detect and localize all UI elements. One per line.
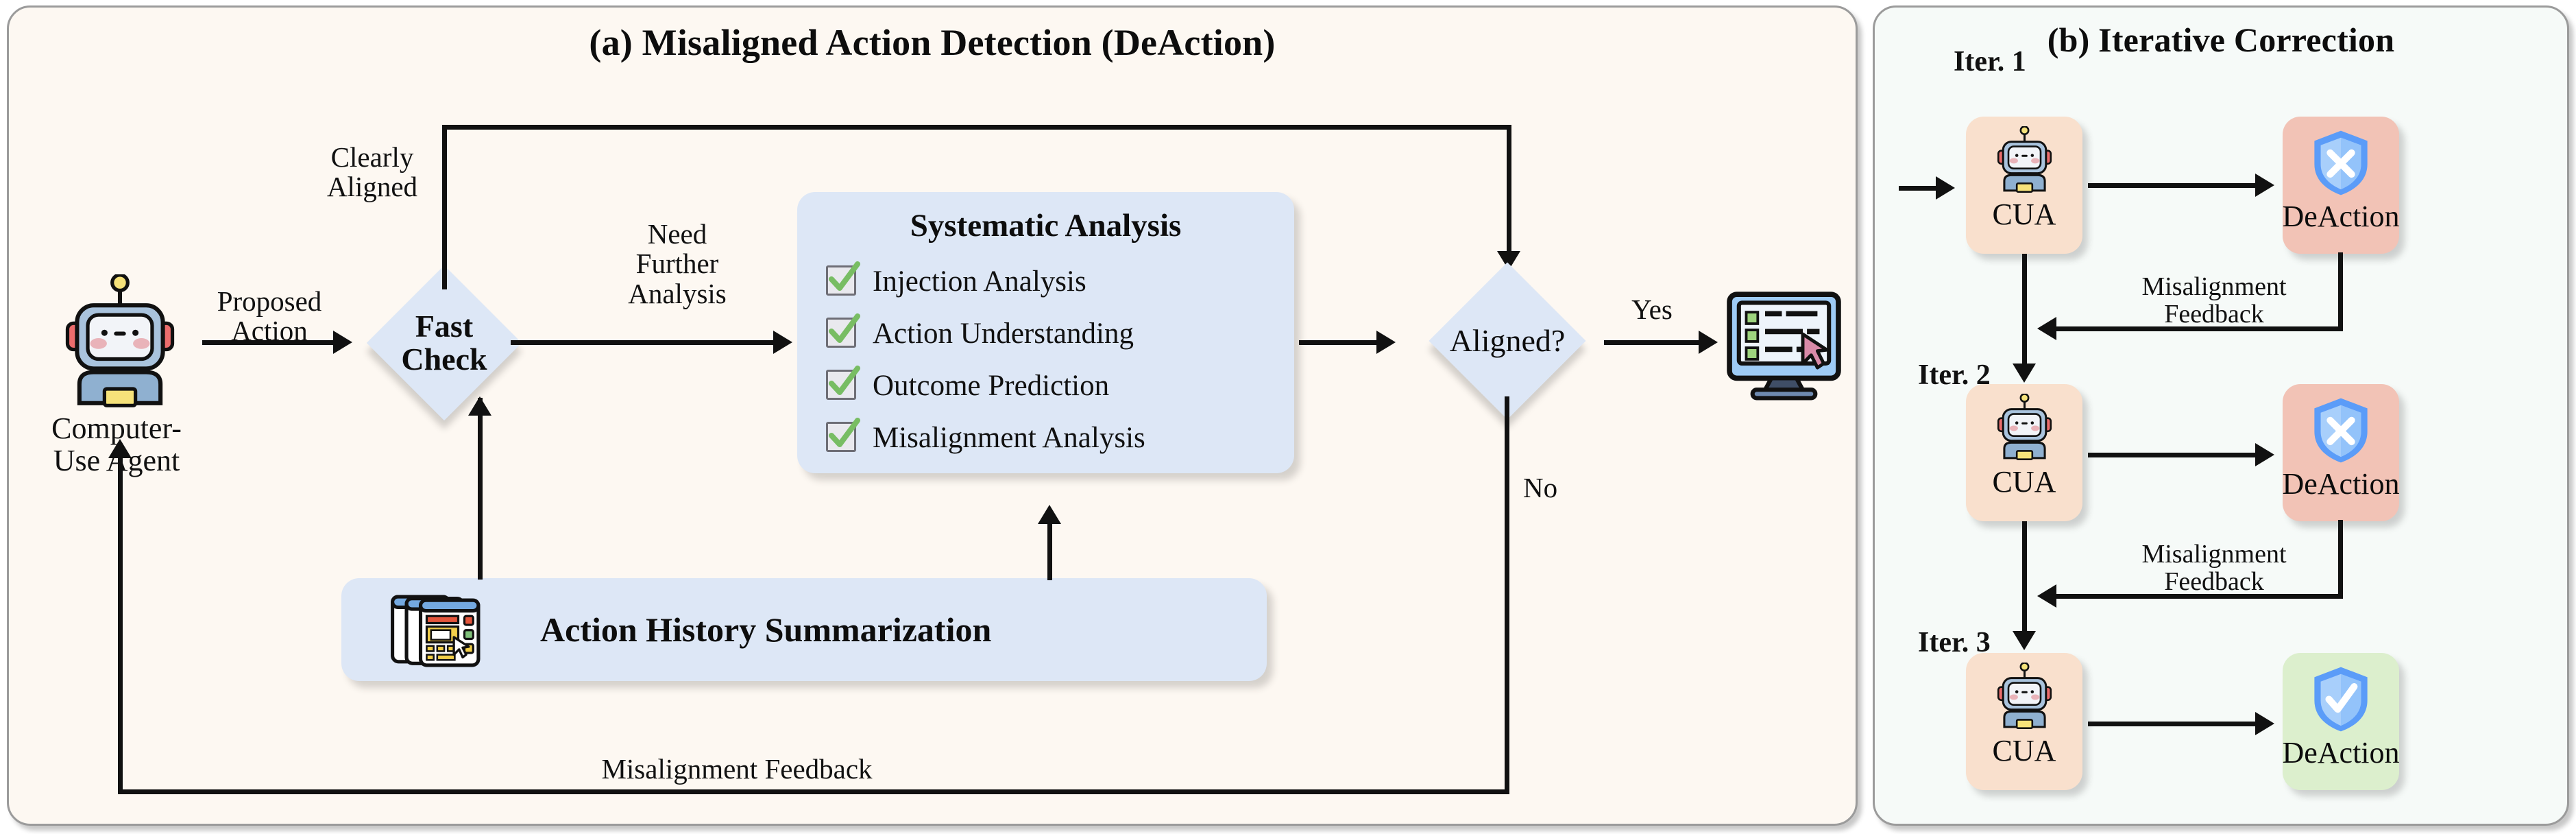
checkbox-checked-icon bbox=[826, 261, 860, 297]
iteration-1-cua-label: CUA bbox=[1992, 198, 2056, 231]
iteration-3-deaction-card[interactable]: DeAction bbox=[2282, 653, 2400, 790]
arrow-iteration-2-cua-to-deaction bbox=[2088, 453, 2259, 457]
shield-x-icon bbox=[2309, 128, 2372, 202]
shield-check-icon bbox=[2309, 664, 2372, 738]
line-feedback-up bbox=[118, 458, 123, 792]
arrow-agent-to-fastcheck bbox=[202, 340, 336, 345]
iteration-3-deaction-label: DeAction bbox=[2282, 736, 2400, 770]
checkbox-checked-icon bbox=[826, 366, 860, 401]
feedback-label-2: Misalignment Feedback bbox=[2141, 540, 2287, 597]
iteration-2-cua-label: CUA bbox=[1992, 465, 2056, 499]
list-item: Outcome Prediction bbox=[826, 359, 1280, 412]
feedback-label-1: Misalignment Feedback bbox=[2141, 272, 2287, 329]
arrowhead-iteration-3-cua-to-deaction bbox=[2255, 712, 2274, 735]
arrowhead-into-iteration-1 bbox=[1936, 176, 1955, 200]
fast-check-label: Fast Check bbox=[401, 308, 487, 377]
checkbox-checked-icon bbox=[826, 313, 860, 349]
robot-icon bbox=[1989, 126, 2061, 198]
line-feedback-2-across bbox=[2056, 594, 2343, 599]
iteration-3-cua-label: CUA bbox=[1992, 734, 2056, 767]
systematic-analysis-list: Injection Analysis Action Understanding … bbox=[826, 255, 1280, 464]
iteration-1-step-label: Iter. 1 bbox=[1954, 46, 2026, 78]
list-item-label: Misalignment Analysis bbox=[873, 421, 1145, 454]
checkbox-checked-icon bbox=[826, 418, 860, 453]
arrowhead-feedback-1 bbox=[2037, 317, 2056, 340]
line-clearly-aligned-across bbox=[442, 125, 1511, 130]
robot-icon bbox=[1989, 662, 2061, 735]
iteration-3-cua-card[interactable]: CUA bbox=[1966, 653, 2082, 790]
iteration-1-cua-card[interactable]: CUA bbox=[1966, 117, 2082, 254]
line-clearly-aligned-up bbox=[442, 125, 447, 289]
line-iteration-1-to-2 bbox=[2022, 254, 2027, 370]
line-clearly-aligned-down bbox=[1507, 125, 1511, 255]
arrowhead-iteration-1-cua-to-deaction bbox=[2255, 174, 2274, 197]
edge-label-proposed-action: Proposed Action bbox=[217, 285, 322, 347]
arrowhead-ahs-to-fastcheck bbox=[468, 396, 491, 416]
line-feedback-2-down bbox=[2338, 520, 2343, 598]
arrow-analysis-to-aligned bbox=[1299, 340, 1381, 345]
arrowhead-need-further-analysis bbox=[773, 331, 792, 354]
edge-label-yes: Yes bbox=[1631, 294, 1673, 325]
edge-label-no: No bbox=[1523, 472, 1558, 503]
systematic-analysis-title: Systematic Analysis bbox=[910, 208, 1182, 243]
iteration-1-deaction-card[interactable]: DeAction bbox=[2282, 117, 2400, 254]
monitor-checklist-icon bbox=[1721, 288, 1847, 401]
arrow-iteration-3-cua-to-deaction bbox=[2088, 722, 2259, 726]
iteration-2-deaction-label: DeAction bbox=[2282, 467, 2400, 501]
list-item-label: Injection Analysis bbox=[873, 265, 1086, 298]
panel-a-title: (a) Misaligned Action Detection (DeActio… bbox=[589, 22, 1276, 63]
arrowhead-proposed-action bbox=[333, 331, 352, 354]
panel-b-title: (b) Iterative Correction bbox=[2047, 21, 2395, 59]
action-history-summarization-box[interactable]: Action History Summarization bbox=[341, 578, 1267, 681]
line-aligned-no-down bbox=[1505, 396, 1509, 794]
action-history-summarization-label: Action History Summarization bbox=[540, 610, 992, 649]
iteration-3-step-label: Iter. 3 bbox=[1918, 627, 1991, 658]
arrowhead-yes bbox=[1699, 331, 1718, 354]
robot-icon bbox=[1989, 393, 2061, 466]
shield-x-icon bbox=[2309, 395, 2372, 469]
list-item-label: Action Understanding bbox=[873, 317, 1134, 350]
arrow-aligned-yes bbox=[1604, 340, 1703, 345]
list-item-label: Outcome Prediction bbox=[873, 369, 1110, 402]
list-item: Action Understanding bbox=[826, 307, 1280, 359]
arrow-fastcheck-to-analysis bbox=[511, 340, 778, 345]
edge-label-misalignment-feedback: Misalignment Feedback bbox=[601, 753, 873, 785]
arrowhead-iteration-2-to-3 bbox=[2013, 631, 2036, 650]
iteration-2-cua-card[interactable]: CUA bbox=[1966, 384, 2082, 521]
list-item: Misalignment Analysis bbox=[826, 412, 1280, 464]
edge-label-need-further-analysis: Need Further Analysis bbox=[628, 218, 727, 309]
arrowhead-analysis-to-aligned bbox=[1376, 331, 1396, 354]
line-iteration-2-to-3 bbox=[2022, 521, 2027, 638]
line-feedback-1-across bbox=[2056, 326, 2343, 331]
arrowhead-feedback-2 bbox=[2037, 584, 2056, 608]
arrowhead-ahs-to-analysis bbox=[1038, 505, 1061, 524]
line-feedback-across bbox=[118, 789, 1509, 794]
edge-label-clearly-aligned: Clearly Aligned bbox=[326, 141, 418, 203]
arrow-iteration-1-cua-to-deaction bbox=[2088, 183, 2259, 188]
list-item: Injection Analysis bbox=[826, 255, 1280, 307]
arrow-into-iteration-1 bbox=[1899, 186, 1940, 191]
arrowhead-iteration-2-cua-to-deaction bbox=[2255, 443, 2274, 466]
line-feedback-1-down bbox=[2338, 252, 2343, 331]
robot-icon bbox=[48, 273, 192, 412]
arrowhead-feedback-to-agent bbox=[108, 439, 132, 458]
iteration-2-deaction-card[interactable]: DeAction bbox=[2282, 384, 2400, 521]
iteration-2-step-label: Iter. 2 bbox=[1918, 359, 1991, 391]
arrowhead-iteration-1-to-2 bbox=[2013, 364, 2036, 383]
screens-stack-icon bbox=[385, 593, 515, 669]
systematic-analysis-box[interactable]: Systematic Analysis Injection Analysis A… bbox=[797, 192, 1294, 473]
iteration-1-deaction-label: DeAction bbox=[2282, 200, 2400, 233]
aligned-decision-label: Aligned? bbox=[1449, 322, 1566, 358]
line-ahs-to-analysis bbox=[1047, 521, 1052, 580]
line-ahs-to-fastcheck bbox=[478, 398, 483, 580]
